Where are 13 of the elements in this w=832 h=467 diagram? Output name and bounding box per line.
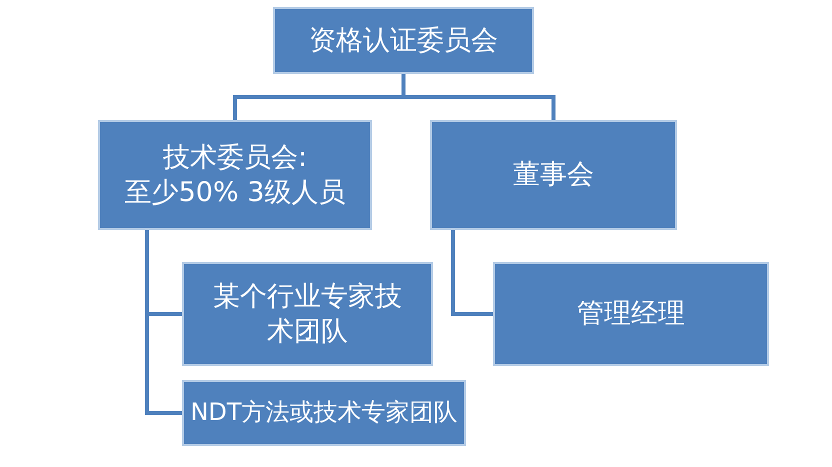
box-label: NDT方法或技术专家团队 bbox=[190, 397, 458, 428]
org-box bbox=[273, 7, 534, 74]
box-label: 技术委员会: 至少50% 3级人员 bbox=[124, 140, 346, 210]
box-label: 某个行业专家技术团队 bbox=[212, 280, 403, 349]
org-box bbox=[493, 262, 769, 366]
org-box bbox=[182, 380, 466, 446]
org-box bbox=[430, 120, 677, 230]
box-label: 资格认证委员会 bbox=[309, 24, 498, 58]
org-box bbox=[98, 120, 372, 230]
box-label: 董事会 bbox=[513, 158, 594, 192]
box-label: 管理经理 bbox=[577, 297, 685, 332]
connector-line bbox=[451, 230, 493, 316]
org-box bbox=[182, 262, 433, 366]
